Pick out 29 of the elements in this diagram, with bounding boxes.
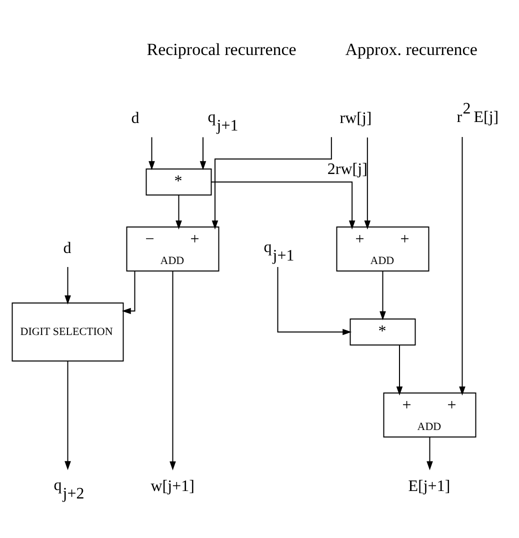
node-box: + + ADD (336, 226, 430, 272)
edge-label: 2rw[j] (327, 161, 368, 178)
arrow (277, 266, 352, 336)
arrow (396, 344, 403, 396)
arrow (64, 266, 71, 304)
node-text: rw[j] (340, 110, 372, 127)
node-text: w[j+1] (150, 478, 194, 495)
node-box: + + ADD (383, 392, 476, 438)
arrow (176, 194, 182, 230)
node-text: d (131, 110, 140, 127)
arrow (148, 136, 155, 170)
arrow (380, 270, 386, 320)
arrow (122, 270, 136, 314)
node-box: DIGIT SELECTION (12, 302, 124, 362)
arrow (426, 436, 433, 470)
node-box: − + ADD (126, 226, 220, 272)
node-text: d (63, 240, 72, 257)
node-box: * (146, 168, 212, 196)
arrow (459, 136, 466, 396)
arrow (200, 136, 206, 170)
arrow (212, 136, 332, 230)
arrow (364, 137, 371, 230)
node-box: * (350, 318, 416, 346)
arrow (64, 360, 71, 470)
label: Reciprocal recurrence (146, 40, 296, 60)
arrow (210, 182, 356, 230)
node-text: E[j+1] (408, 478, 450, 495)
label: Approx. recurrence (345, 40, 478, 60)
arrow (170, 270, 176, 470)
